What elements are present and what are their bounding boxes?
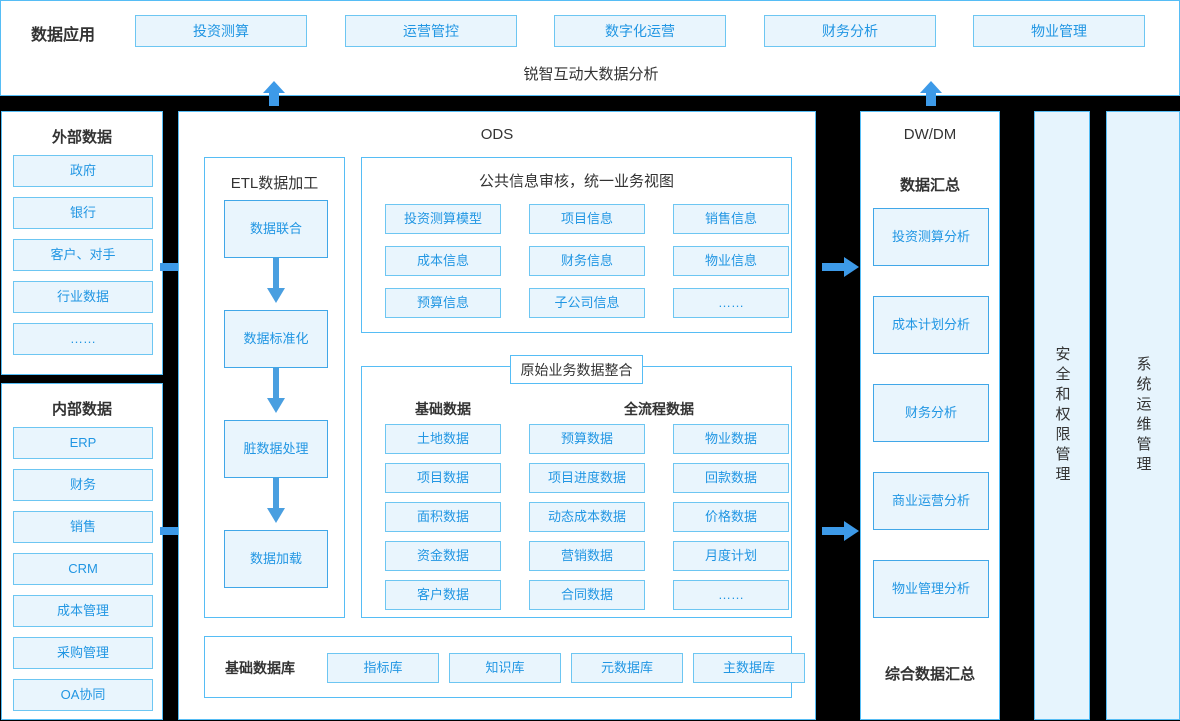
external-item-customer-competitor[interactable]: 客户、对手 — [13, 239, 153, 271]
arrow-ods-to-dwdm-bottom-icon — [822, 520, 860, 542]
raw-flow-project-progress-data[interactable]: 项目进度数据 — [529, 463, 645, 493]
ods-panel: ODS ETL数据加工 数据联合 数据标准化 脏数据处理 数据加载 公共信息审核… — [178, 111, 816, 720]
internal-item-finance[interactable]: 财务 — [13, 469, 153, 501]
external-item-more[interactable]: …… — [13, 323, 153, 355]
raw-flow-contract-data[interactable]: 合同数据 — [529, 580, 645, 610]
raw-flow-title: 全流程数据 — [624, 401, 694, 417]
security-permission-title: 安全和权限管理 — [1053, 345, 1071, 486]
system-operations-panel: 系统运维管理 — [1106, 111, 1180, 720]
dwdm-title: DW/DM — [903, 126, 957, 143]
internal-item-sales[interactable]: 销售 — [13, 511, 153, 543]
public-item-finance-info[interactable]: 财务信息 — [529, 246, 645, 276]
etl-arrow-1-icon — [267, 258, 285, 304]
etl-panel: ETL数据加工 数据联合 数据标准化 脏数据处理 数据加载 — [204, 157, 345, 618]
raw-basic-area-data[interactable]: 面积数据 — [385, 502, 501, 532]
app-button-2[interactable]: 运营管控 — [345, 15, 517, 47]
raw-basic-land-data[interactable]: 土地数据 — [385, 424, 501, 454]
raw-data-tag: 原始业务数据整合 — [510, 355, 643, 384]
raw-flow-marketing-data[interactable]: 营销数据 — [529, 541, 645, 571]
raw-data-panel: 基础数据 全流程数据 土地数据 项目数据 面积数据 资金数据 客户数据 预算数据… — [361, 366, 792, 618]
dwdm-item-business-operation-analysis[interactable]: 商业运营分析 — [873, 472, 989, 530]
raw-flow-price-data[interactable]: 价格数据 — [673, 502, 789, 532]
internal-data-title: 内部数据 — [51, 401, 112, 418]
internal-item-cost-management[interactable]: 成本管理 — [13, 595, 153, 627]
internal-item-erp[interactable]: ERP — [13, 427, 153, 459]
header-label: 数据应用 — [31, 27, 96, 44]
raw-flow-monthly-plan[interactable]: 月度计划 — [673, 541, 789, 571]
arrow-up-dwdm-to-apps-icon — [918, 80, 944, 106]
raw-flow-payment-data[interactable]: 回款数据 — [673, 463, 789, 493]
etl-step-data-union[interactable]: 数据联合 — [224, 200, 328, 258]
public-item-property-info[interactable]: 物业信息 — [673, 246, 789, 276]
ods-title: ODS — [480, 126, 514, 143]
database-item-master-data[interactable]: 主数据库 — [693, 653, 805, 683]
public-info-title: 公共信息审核，统一业务视图 — [478, 173, 674, 190]
public-item-cost-info[interactable]: 成本信息 — [385, 246, 501, 276]
etl-title: ETL数据加工 — [230, 175, 319, 192]
database-item-knowledge[interactable]: 知识库 — [449, 653, 561, 683]
etl-step-dirty-data[interactable]: 脏数据处理 — [224, 420, 328, 478]
dwdm-item-investment-analysis[interactable]: 投资测算分析 — [873, 208, 989, 266]
arrow-ods-to-dwdm-top-icon — [822, 256, 860, 278]
system-operations-title: 系统运维管理 — [1134, 355, 1152, 476]
data-application-header: 数据应用 投资测算 运营管控 数字化运营 财务分析 物业管理 锐智互动大数据分析 — [0, 0, 1180, 96]
base-database-panel: 基础数据库 指标库 知识库 元数据库 主数据库 — [204, 636, 805, 698]
database-item-metadata[interactable]: 元数据库 — [571, 653, 683, 683]
arrow-up-ods-to-apps-icon — [261, 80, 287, 106]
internal-item-procurement-management[interactable]: 采购管理 — [13, 637, 153, 669]
etl-arrow-2-icon — [267, 368, 285, 414]
dwdm-footer: 综合数据汇总 — [884, 666, 975, 683]
etl-step-data-load[interactable]: 数据加载 — [224, 530, 328, 588]
header-subtitle: 锐智互动大数据分析 — [523, 66, 659, 83]
dwdm-item-cost-plan-analysis[interactable]: 成本计划分析 — [873, 296, 989, 354]
etl-arrow-3-icon — [267, 478, 285, 524]
database-item-indicator[interactable]: 指标库 — [327, 653, 439, 683]
dwdm-item-finance-analysis[interactable]: 财务分析 — [873, 384, 989, 442]
app-button-3[interactable]: 数字化运营 — [554, 15, 726, 47]
app-button-4[interactable]: 财务分析 — [764, 15, 936, 47]
app-button-1[interactable]: 投资测算 — [135, 15, 307, 47]
public-item-sales-info[interactable]: 销售信息 — [673, 204, 789, 234]
external-data-title: 外部数据 — [51, 129, 112, 146]
internal-data-panel: 内部数据 ERP 财务 销售 CRM 成本管理 采购管理 OA协同 — [1, 383, 163, 720]
external-item-industry-data[interactable]: 行业数据 — [13, 281, 153, 313]
etl-step-standardization[interactable]: 数据标准化 — [224, 310, 328, 368]
internal-item-oa[interactable]: OA协同 — [13, 679, 153, 711]
public-item-budget-info[interactable]: 预算信息 — [385, 288, 501, 318]
raw-basic-project-data[interactable]: 项目数据 — [385, 463, 501, 493]
raw-flow-budget-data[interactable]: 预算数据 — [529, 424, 645, 454]
external-item-bank[interactable]: 银行 — [13, 197, 153, 229]
raw-flow-dynamic-cost-data[interactable]: 动态成本数据 — [529, 502, 645, 532]
external-data-panel: 外部数据 政府 银行 客户、对手 行业数据 …… — [1, 111, 163, 375]
dwdm-subtitle: 数据汇总 — [899, 177, 960, 194]
raw-basic-title: 基础数据 — [415, 401, 471, 417]
public-item-project-info[interactable]: 项目信息 — [529, 204, 645, 234]
public-item-subsidiary-info[interactable]: 子公司信息 — [529, 288, 645, 318]
security-permission-panel: 安全和权限管理 — [1034, 111, 1090, 720]
internal-item-crm[interactable]: CRM — [13, 553, 153, 585]
external-item-government[interactable]: 政府 — [13, 155, 153, 187]
dwdm-item-property-management-analysis[interactable]: 物业管理分析 — [873, 560, 989, 618]
dwdm-panel: DW/DM 数据汇总 投资测算分析 成本计划分析 财务分析 商业运营分析 物业管… — [860, 111, 1000, 720]
raw-flow-property-data[interactable]: 物业数据 — [673, 424, 789, 454]
base-database-label: 基础数据库 — [225, 660, 295, 676]
app-button-5[interactable]: 物业管理 — [973, 15, 1145, 47]
raw-basic-fund-data[interactable]: 资金数据 — [385, 541, 501, 571]
public-info-panel: 公共信息审核，统一业务视图 投资测算模型 项目信息 销售信息 成本信息 财务信息… — [361, 157, 792, 333]
raw-flow-more[interactable]: …… — [673, 580, 789, 610]
raw-basic-customer-data[interactable]: 客户数据 — [385, 580, 501, 610]
public-item-investment-model[interactable]: 投资测算模型 — [385, 204, 501, 234]
public-item-more[interactable]: …… — [673, 288, 789, 318]
